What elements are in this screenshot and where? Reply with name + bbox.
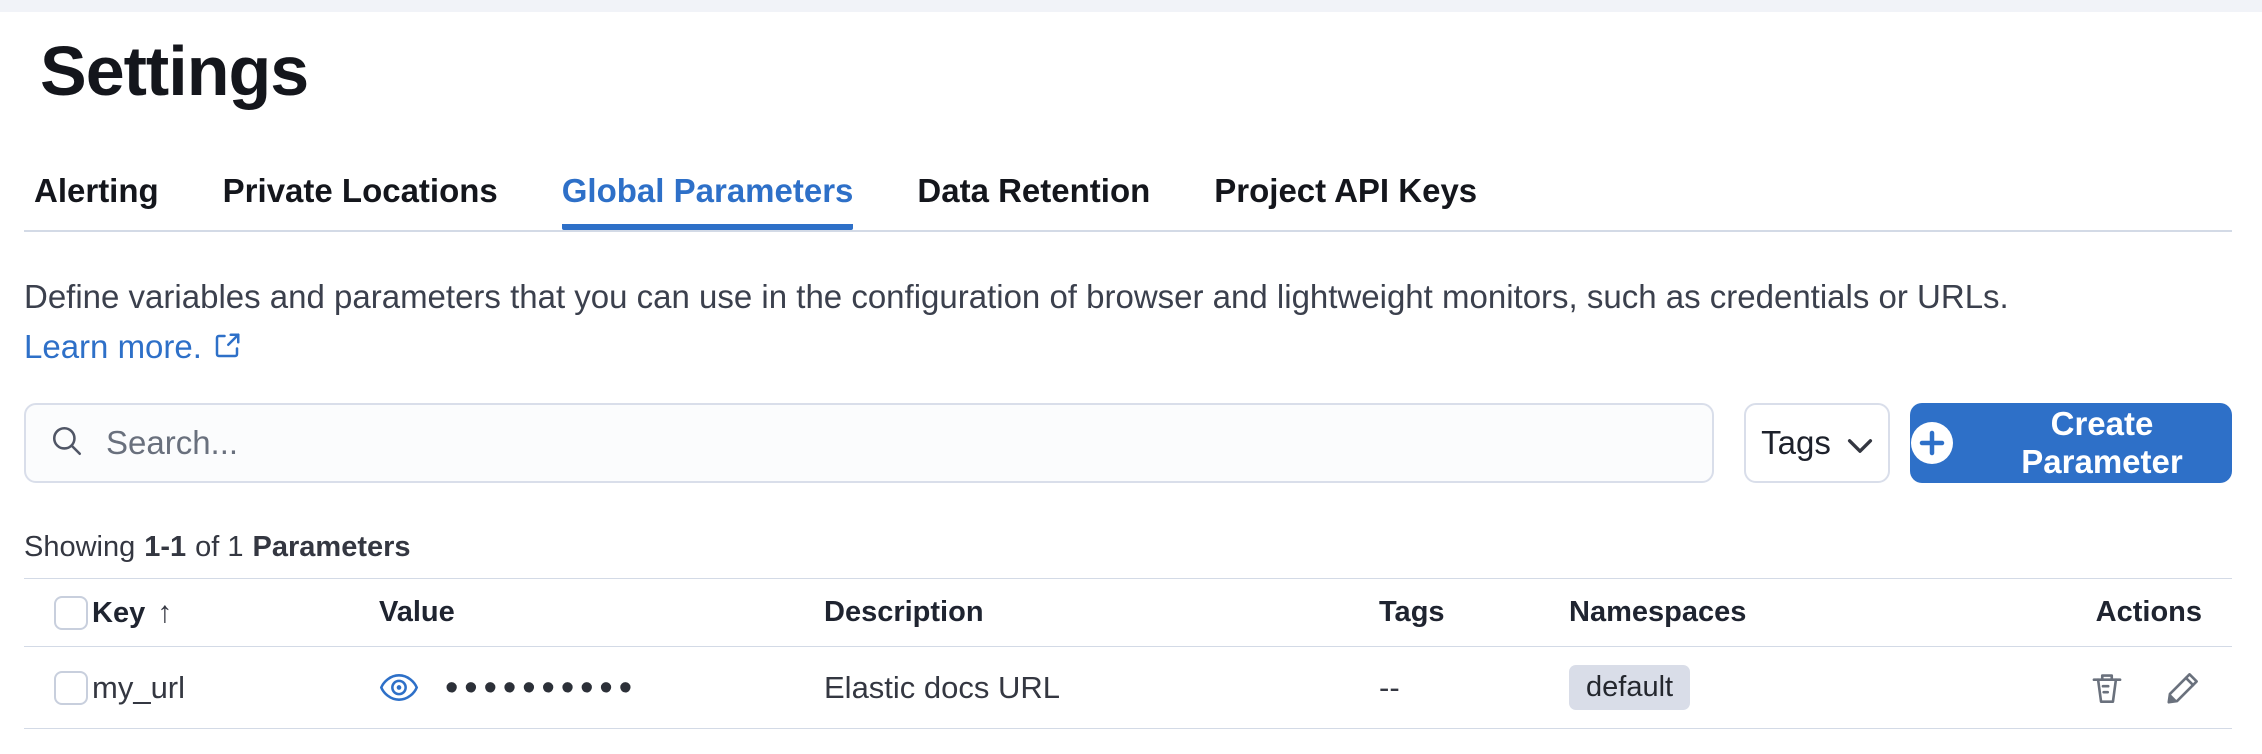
cell-value: •••••••••• (379, 669, 824, 707)
parameters-toolbar: Tags Create Parameter (24, 403, 2232, 483)
cell-description: Elastic docs URL (824, 669, 1061, 705)
column-header-tags: Tags (1379, 596, 1445, 628)
namespace-badge: default (1569, 665, 1691, 710)
column-header-actions: Actions (2095, 596, 2202, 628)
create-parameter-label: Create Parameter (2021, 405, 2183, 480)
column-header-value: Value (379, 596, 455, 628)
trash-icon[interactable] (2088, 669, 2126, 707)
tab-alerting[interactable]: Alerting (34, 172, 159, 209)
external-link-icon (212, 325, 242, 375)
tab-private-locations[interactable]: Private Locations (222, 172, 498, 209)
tab-data-retention[interactable]: Data Retention (917, 172, 1151, 209)
table-header-row: Key↑ Value Description Tags Namespaces A… (24, 579, 2232, 647)
search-icon (50, 424, 84, 463)
tags-filter-button[interactable]: Tags (1744, 403, 1890, 483)
pencil-icon[interactable] (2164, 669, 2202, 707)
summary-range: 1-1 (144, 531, 187, 563)
tab-project-api-keys[interactable]: Project API Keys (1214, 172, 1478, 209)
summary-of-total: of 1 (195, 531, 244, 563)
settings-tabs: Alerting Private Locations Global Parame… (24, 172, 2232, 232)
summary-prefix: Showing (24, 531, 136, 563)
summary-entity: Parameters (252, 531, 411, 563)
parameters-description: Define variables and parameters that you… (24, 272, 2232, 375)
search-input[interactable] (106, 424, 1688, 462)
cell-tags: -- (1379, 669, 1400, 705)
search-box[interactable] (24, 403, 1714, 483)
sort-ascending-arrow: ↑ (157, 595, 173, 629)
column-header-key[interactable]: Key↑ (92, 595, 173, 629)
eye-icon[interactable] (379, 672, 419, 703)
results-summary: Showing 1-1 of 1 Parameters (24, 531, 2232, 564)
plus-circle-icon (1910, 421, 1954, 465)
create-parameter-button[interactable]: Create Parameter (1910, 403, 2232, 483)
settings-page: Settings Alerting Private Locations Glob… (0, 30, 2262, 729)
tab-global-parameters[interactable]: Global Parameters (561, 172, 854, 230)
description-text: Define variables and parameters that you… (24, 278, 2009, 315)
page-title: Settings (40, 32, 309, 110)
column-header-description: Description (824, 596, 984, 628)
chevron-down-icon (1847, 424, 1873, 462)
cell-actions (1924, 669, 2202, 707)
select-all-checkbox[interactable] (54, 595, 88, 630)
masked-value: •••••••••• (445, 666, 639, 709)
learn-more-link[interactable]: Learn more. (24, 328, 242, 365)
cell-namespaces: default (1569, 665, 1924, 710)
top-divider-strip (0, 0, 2262, 12)
table-row: my_url •••••••••• Elastic docs URL -- de… (24, 647, 2232, 729)
column-header-namespaces: Namespaces (1569, 596, 1747, 628)
parameters-table: Key↑ Value Description Tags Namespaces A… (24, 578, 2232, 729)
tags-filter-label: Tags (1761, 424, 1831, 461)
cell-key: my_url (92, 669, 186, 705)
row-checkbox[interactable] (54, 670, 88, 705)
learn-more-label: Learn more. (24, 328, 202, 365)
